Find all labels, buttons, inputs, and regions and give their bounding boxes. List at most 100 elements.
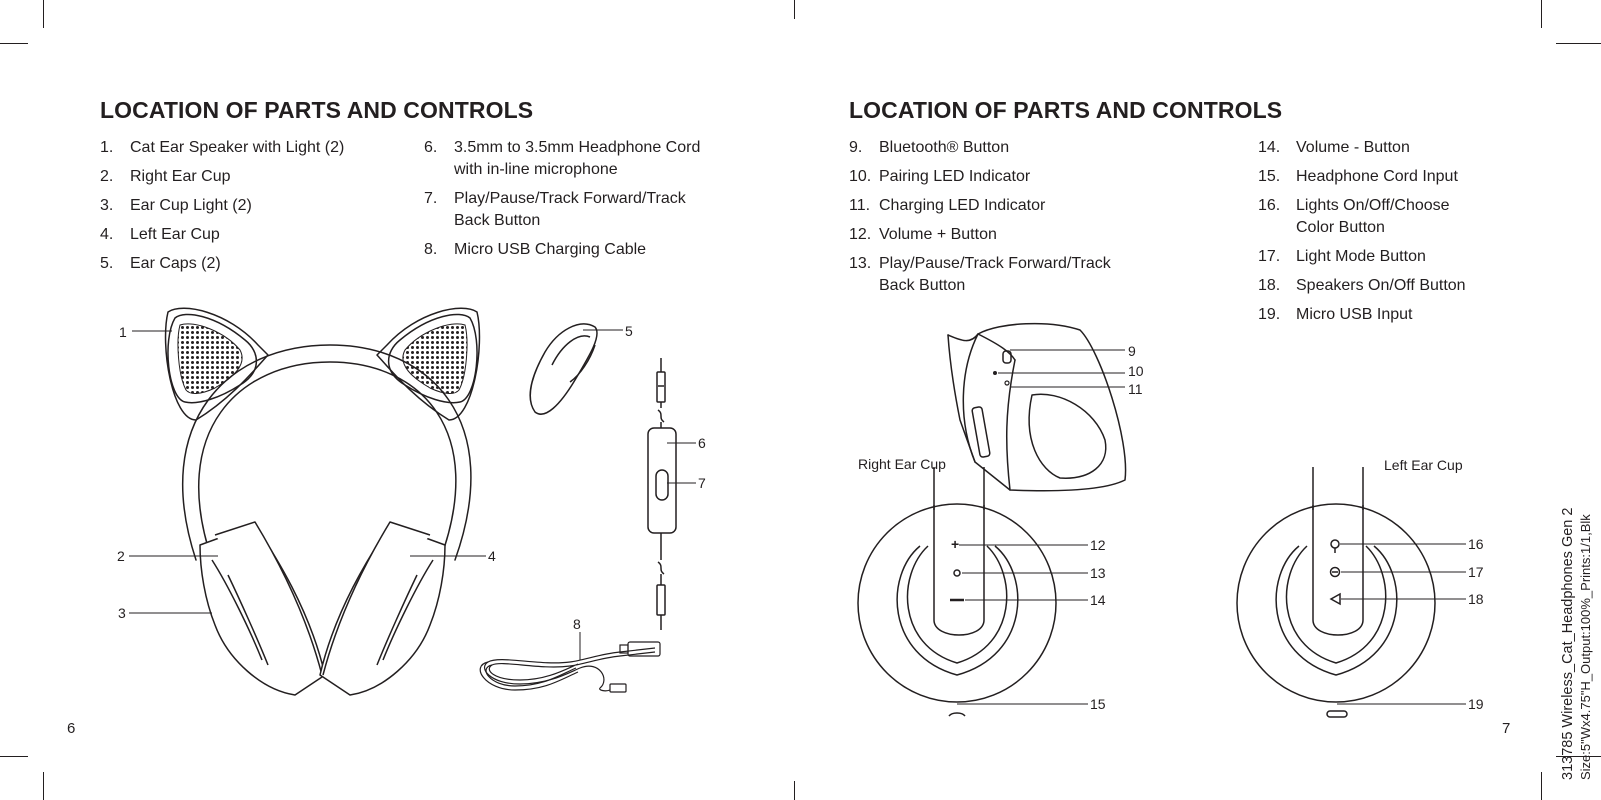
printer-slug: 313785 Wireless_Cat_Headphones Gen 2 Siz… xyxy=(1560,508,1594,780)
list-number: 16. xyxy=(1258,197,1281,214)
slug-line: Size:5"Wx4.75"H_Output:100%_Prints:1/1,B… xyxy=(1578,514,1593,780)
callout-number: 4 xyxy=(488,548,496,564)
callout-number: 6 xyxy=(698,435,706,451)
list-number: 11. xyxy=(849,197,871,214)
callout-number: 2 xyxy=(117,548,125,564)
list-text: Volume + Button xyxy=(879,226,997,243)
list-number: 13. xyxy=(849,255,872,272)
crop-mark xyxy=(1556,43,1601,44)
list-item: 12. Volume + Button xyxy=(849,224,1149,246)
callout-number: 17 xyxy=(1468,564,1484,580)
left-ear-cup-label: Left Ear Cup xyxy=(1384,457,1463,473)
callout-number: 5 xyxy=(625,323,633,339)
list-text: 3.5mm to 3.5mm Headphone Cord with in-li… xyxy=(454,139,701,178)
parts-list: 9. Bluetooth® Button 10. Pairing LED Indic… xyxy=(849,137,1149,304)
list-item: 6. 3.5mm to 3.5mm Headphone Cord with in-… xyxy=(424,137,724,181)
crop-mark xyxy=(794,0,795,19)
crop-mark xyxy=(794,781,795,800)
list-number: 7. xyxy=(424,190,438,207)
list-item: 13. Play/Pause/Track Forward/Track Back B… xyxy=(849,253,1149,297)
callout-number: 14 xyxy=(1090,592,1106,608)
list-number: 15. xyxy=(1258,168,1281,185)
callout-number: 13 xyxy=(1090,565,1106,581)
callout-number: 11 xyxy=(1128,381,1143,397)
callout-number: 12 xyxy=(1090,537,1106,553)
list-item: 4. Left Ear Cup xyxy=(100,224,400,246)
crop-mark xyxy=(0,756,28,757)
list-number: 6. xyxy=(424,139,438,156)
list-number: 17. xyxy=(1258,248,1281,265)
list-text: Micro USB Input xyxy=(1296,306,1413,323)
crop-mark xyxy=(0,43,28,44)
callout-number: 10 xyxy=(1128,363,1144,379)
list-item: 1. Cat Ear Speaker with Light (2) xyxy=(100,137,400,159)
list-item: 9. Bluetooth® Button xyxy=(849,137,1149,159)
list-number: 9. xyxy=(849,139,863,156)
list-text: Right Ear Cup xyxy=(130,168,231,185)
crop-mark xyxy=(1556,756,1601,757)
list-number: 3. xyxy=(100,197,114,214)
list-text: Ear Caps (2) xyxy=(130,255,221,272)
list-item: 3. Ear Cup Light (2) xyxy=(100,195,400,217)
list-number: 5. xyxy=(100,255,114,272)
list-number: 14. xyxy=(1258,139,1281,156)
list-number: 2. xyxy=(100,168,114,185)
callout-number: 7 xyxy=(698,475,706,491)
list-number: 1. xyxy=(100,139,114,156)
list-number: 18. xyxy=(1258,277,1281,294)
list-text: Play/Pause/Track Forward/Track Back Butt… xyxy=(879,255,1111,294)
list-number: 10. xyxy=(849,168,872,185)
list-text: Light Mode Button xyxy=(1296,248,1426,265)
list-text: Charging LED Indicator xyxy=(879,197,1046,214)
list-item: 2. Right Ear Cup xyxy=(100,166,400,188)
right-ear-cup-label: Right Ear Cup xyxy=(858,456,946,472)
list-item: 5. Ear Caps (2) xyxy=(100,253,400,275)
parts-list: 1. Cat Ear Speaker with Light (2) 2. Right… xyxy=(100,137,400,282)
page-number: 7 xyxy=(1502,720,1511,737)
list-text: Lights On/Off/Choose Color Button xyxy=(1296,197,1450,236)
callout-number: 8 xyxy=(573,616,581,632)
page-title: LOCATION OF PARTS AND CONTROLS xyxy=(849,97,1283,123)
list-item: 8. Micro USB Charging Cable xyxy=(424,239,724,261)
list-text: Left Ear Cup xyxy=(130,226,220,243)
list-item: 18. Speakers On/Off Button xyxy=(1258,275,1558,297)
list-number: 12. xyxy=(849,226,872,243)
list-number: 8. xyxy=(424,241,438,258)
list-item: 15. Headphone Cord Input xyxy=(1258,166,1558,188)
parts-list: 14. Volume - Button 15. Headphone Cord Inp… xyxy=(1258,137,1558,333)
crop-mark xyxy=(1541,772,1542,800)
list-item: 7. Play/Pause/Track Forward/Track Back Bu… xyxy=(424,188,724,232)
callout-number: 3 xyxy=(118,605,126,621)
list-text: Volume - Button xyxy=(1296,139,1410,156)
callout-number: 1 xyxy=(119,324,127,340)
list-item: 14. Volume - Button xyxy=(1258,137,1558,159)
list-text: Bluetooth® Button xyxy=(879,139,1010,156)
slug-line: 313785 Wireless_Cat_Headphones Gen 2 xyxy=(1560,507,1576,780)
list-text: Pairing LED Indicator xyxy=(879,168,1031,185)
svg-text:+: + xyxy=(951,536,959,552)
crop-mark xyxy=(1541,0,1542,28)
list-item: 17. Light Mode Button xyxy=(1258,246,1558,268)
list-text: Speakers On/Off Button xyxy=(1296,277,1466,294)
callout-number: 15 xyxy=(1090,696,1106,712)
page-number: 6 xyxy=(67,720,76,737)
page-title: LOCATION OF PARTS AND CONTROLS xyxy=(100,97,534,123)
list-number: 19. xyxy=(1258,306,1281,323)
parts-list: 6. 3.5mm to 3.5mm Headphone Cord with in-… xyxy=(424,137,724,268)
list-text: Micro USB Charging Cable xyxy=(454,241,647,258)
crop-mark xyxy=(43,0,44,28)
list-text: Ear Cup Light (2) xyxy=(130,197,252,214)
callout-number: 9 xyxy=(1128,343,1136,359)
list-item: 11. Charging LED Indicator xyxy=(849,195,1149,217)
list-text: Cat Ear Speaker with Light (2) xyxy=(130,139,345,156)
callout-number: 18 xyxy=(1468,591,1484,607)
list-item: 10. Pairing LED Indicator xyxy=(849,166,1149,188)
crop-mark xyxy=(43,772,44,800)
headphones-illustration: 1 2 3 4 5 6 7 8 xyxy=(117,307,706,696)
list-text: Play/Pause/Track Forward/Track Back Butt… xyxy=(454,190,686,229)
callout-number: 16 xyxy=(1468,536,1484,552)
list-text: Headphone Cord Input xyxy=(1296,168,1458,185)
list-number: 4. xyxy=(100,226,114,243)
callout-number: 19 xyxy=(1468,696,1484,712)
list-item: 16. Lights On/Off/Choose Color Button xyxy=(1258,195,1558,239)
